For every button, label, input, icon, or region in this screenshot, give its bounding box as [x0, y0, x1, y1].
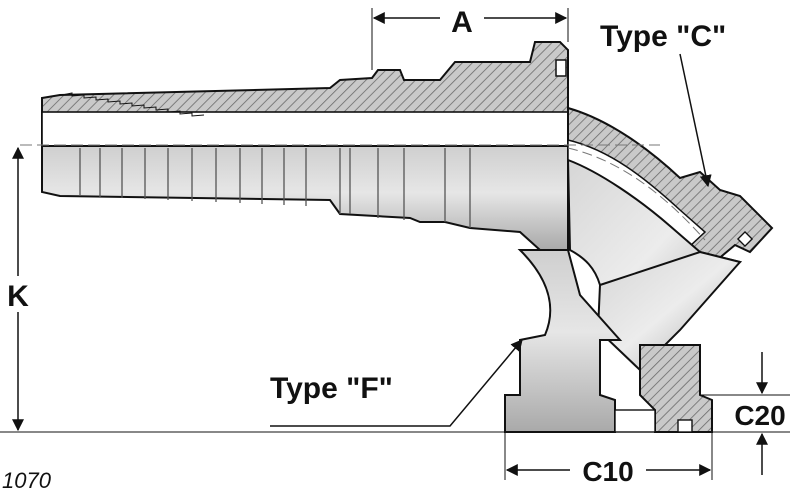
flange-notch-f: [677, 419, 693, 433]
callout-type-c-leader: [679, 53, 712, 188]
dimension-a: A: [371, 4, 569, 70]
elbow-centerline: [567, 147, 706, 241]
elbow-45-type-c: [566, 106, 774, 372]
callout-type-f-leader: [270, 339, 523, 427]
serrations: [61, 92, 205, 117]
flange-f-bore: [614, 409, 656, 433]
flange-notch-c: [736, 230, 754, 248]
callout-type-f: Type "F": [270, 339, 523, 427]
dimension-c20: C20: [700, 352, 790, 475]
dimension-c10: C10: [504, 432, 713, 487]
figure-code: 1070: [2, 468, 52, 493]
flange-type-f: [504, 249, 713, 433]
callout-type-c-label: Type "C": [600, 20, 726, 53]
flange-f-body: [504, 249, 623, 433]
dimension-k-label: K: [7, 280, 29, 313]
callout-type-c: Type "C": [600, 20, 726, 188]
barb-rings: [79, 148, 471, 228]
callout-type-f-label: Type "F": [270, 372, 393, 405]
dimension-c10-label: C10: [582, 456, 633, 487]
hose-tail: [41, 41, 569, 251]
dimension-a-label: A: [451, 6, 473, 39]
dimension-c20-label: C20: [734, 400, 785, 431]
hose-tail-body-lower: [41, 145, 569, 251]
hose-tail-bore: [41, 111, 569, 147]
flange-notch-top: [555, 59, 567, 77]
dimension-k: K: [0, 146, 505, 433]
